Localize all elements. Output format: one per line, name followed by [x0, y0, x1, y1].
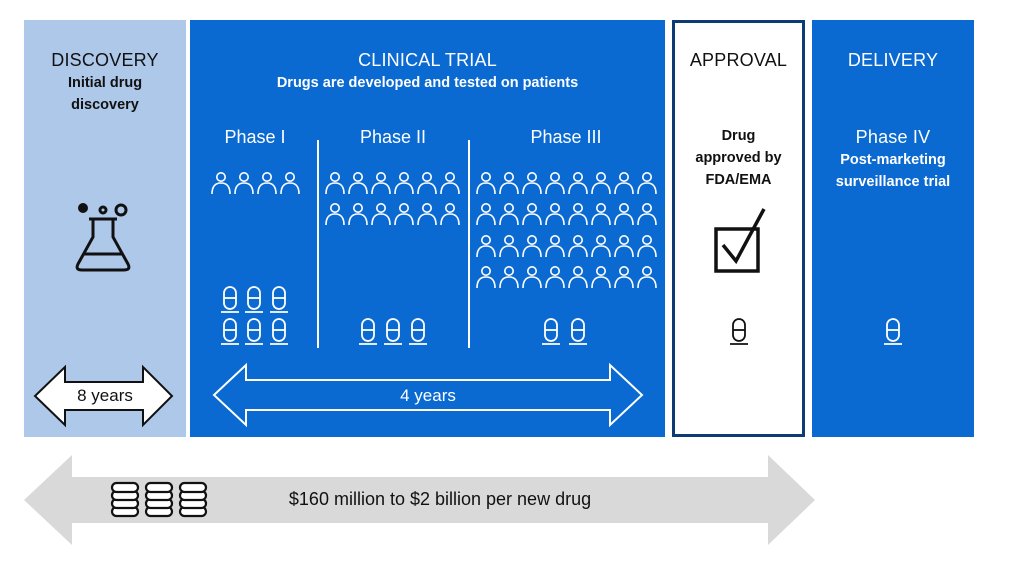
patient-icon: [568, 235, 588, 258]
patient-icon: [440, 172, 460, 195]
patient-icon: [568, 172, 588, 195]
flask-icon: [75, 203, 131, 272]
patient-icon: [476, 172, 496, 195]
patient-icon: [591, 172, 611, 195]
approval-panel: APPROVAL Drug approved by FDA/EMA: [672, 20, 805, 437]
patient-icon: [591, 265, 611, 289]
pill-icon: [884, 318, 902, 345]
patient-icon: [325, 203, 345, 226]
patient-icon: [637, 265, 657, 289]
patient-icon: [417, 203, 437, 226]
pill-icon: [270, 318, 288, 345]
patient-icon: [522, 265, 542, 289]
phase-1-label: Phase I: [224, 127, 286, 147]
pill-icon: [384, 318, 402, 345]
pill-icon: [221, 318, 239, 345]
phase-3-label: Phase III: [530, 127, 602, 147]
patient-icon: [280, 172, 300, 195]
patient-icon: [614, 235, 634, 258]
patient-icon: [499, 203, 519, 226]
coin-stack-icon: [178, 481, 208, 518]
patient-icon: [591, 235, 611, 258]
patient-icon: [476, 203, 496, 226]
patient-icon: [499, 265, 519, 289]
pill-icon: [270, 286, 288, 313]
delivery-subtitle: Post-marketing surveillance trial: [835, 152, 951, 190]
patient-icon: [371, 172, 391, 195]
patient-icon: [348, 172, 368, 195]
patient-icon: [417, 172, 437, 195]
phase-2-label: Phase II: [359, 127, 427, 147]
pill-icon: [730, 318, 748, 345]
pill-icon: [245, 318, 263, 345]
coin-stack-icon: [144, 481, 174, 518]
patient-icon: [568, 265, 588, 289]
patient-icon: [545, 172, 565, 195]
approval-subtitle: Drug approved by FDA/EMA: [695, 128, 782, 188]
cost-label: $160 million to $2 billion per new drug: [288, 489, 592, 509]
patient-icon: [499, 172, 519, 195]
patient-icon: [394, 203, 414, 226]
patient-icon: [637, 172, 657, 195]
pill-icon: [221, 286, 239, 313]
patient-icon: [522, 203, 542, 226]
patient-icon: [394, 172, 414, 195]
patient-icon: [476, 265, 496, 289]
clinical-subtitle: Drugs are developed and tested on patien…: [276, 75, 579, 91]
pill-icon: [542, 318, 560, 345]
patient-icon: [257, 172, 277, 195]
patient-icon: [568, 203, 588, 226]
patient-icon: [348, 203, 368, 226]
pill-icon: [359, 318, 377, 345]
patient-icon: [614, 265, 634, 289]
patient-icon: [614, 172, 634, 195]
clinical-trial-panel: CLINICAL TRIAL Drugs are developed and t…: [190, 20, 665, 437]
clinical-duration-arrow: [212, 362, 644, 428]
patient-icon: [211, 172, 231, 195]
discovery-panel: DISCOVERY Initial drug discovery: [24, 20, 186, 437]
discovery-duration-label: 8 years: [77, 386, 133, 405]
patient-icon: [614, 203, 634, 226]
delivery-panel: DELIVERY Phase IV Post-marketing surveil…: [812, 20, 974, 437]
clinical-title: CLINICAL TRIAL: [358, 50, 497, 70]
patient-icon: [371, 203, 391, 226]
discovery-subtitle: Initial drug discovery: [67, 75, 143, 113]
patient-icon: [637, 203, 657, 226]
delivery-title: DELIVERY: [847, 50, 939, 70]
patient-icon: [440, 203, 460, 226]
discovery-duration-arrow: [33, 364, 174, 428]
patient-icon: [545, 235, 565, 258]
pill-icon: [409, 318, 427, 345]
patient-icon: [476, 235, 496, 258]
patient-icon: [234, 172, 254, 195]
patient-icon: [522, 235, 542, 258]
patient-icon: [499, 235, 519, 258]
approval-title: APPROVAL: [689, 50, 788, 70]
clinical-duration-label: 4 years: [400, 386, 456, 405]
discovery-title: DISCOVERY: [51, 50, 159, 70]
patient-icon: [545, 265, 565, 289]
patient-icon: [325, 172, 345, 195]
delivery-phase-label: Phase IV: [855, 127, 931, 147]
checkbox-icon: [714, 208, 766, 273]
pill-icon: [245, 286, 263, 313]
patient-icon: [591, 203, 611, 226]
patient-icon: [545, 203, 565, 226]
patient-icon: [637, 235, 657, 258]
cost-arrow: [24, 455, 815, 545]
patient-icon: [522, 172, 542, 195]
pill-icon: [569, 318, 587, 345]
coin-stack-icon: [110, 481, 140, 518]
